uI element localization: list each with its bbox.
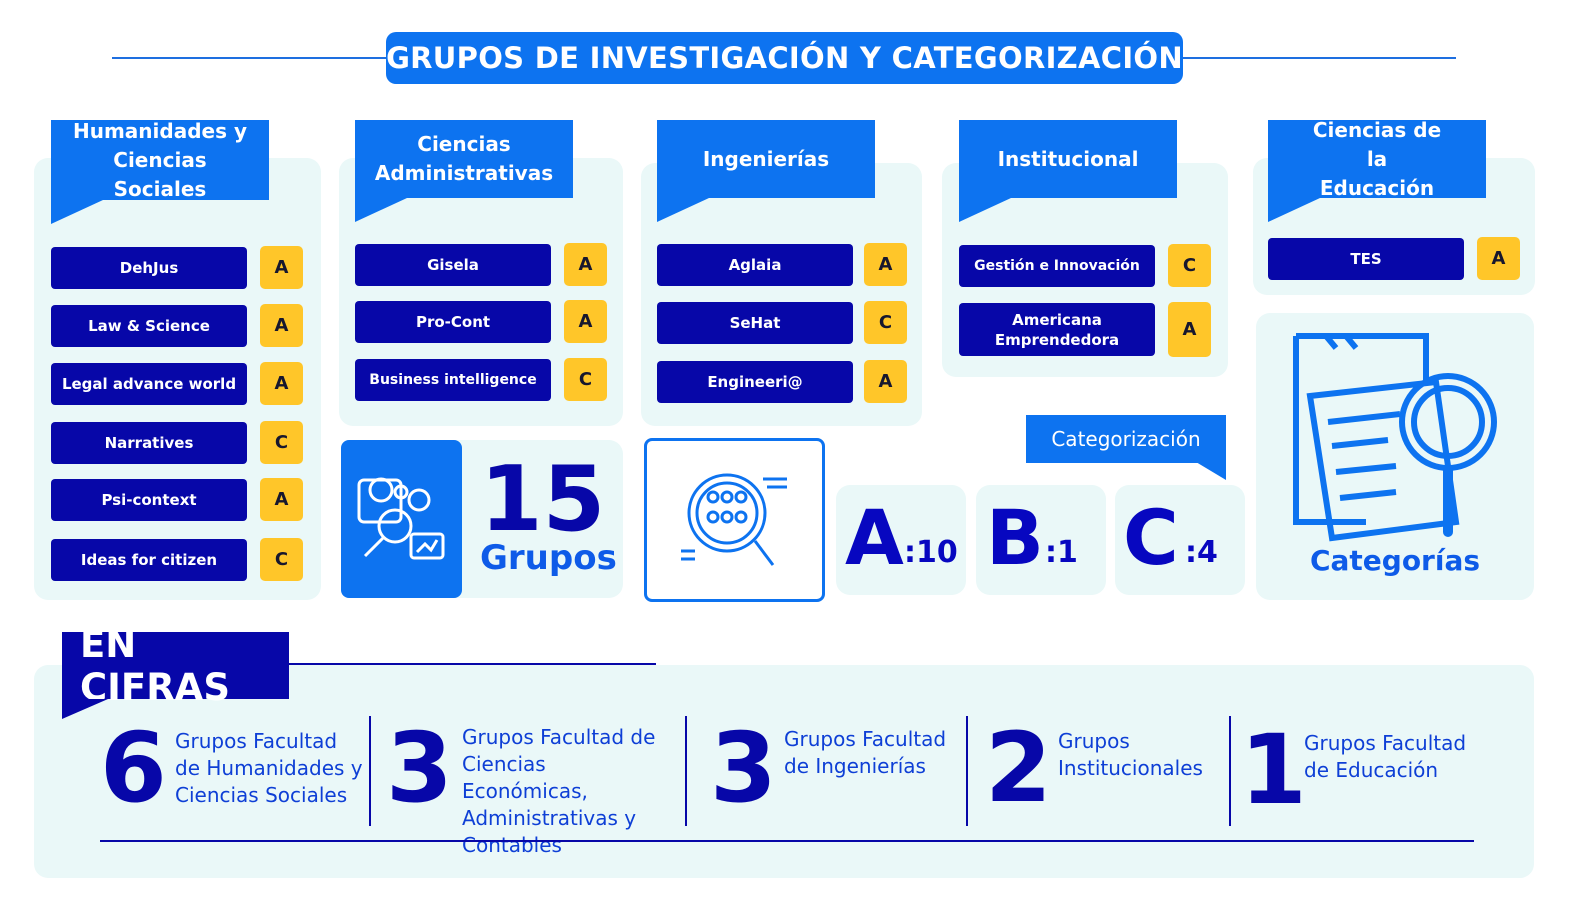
cifras-tail [62, 699, 108, 719]
header-tail [1268, 198, 1320, 222]
stat-text: Grupos Institucionales [1058, 729, 1203, 780]
cifras-panel [34, 665, 1534, 878]
grade-badge: A [260, 478, 303, 521]
header-tail [959, 198, 1011, 222]
stat-divider [685, 716, 687, 826]
research-groups-icon [341, 477, 462, 602]
category-header: Ingenierías [657, 120, 875, 222]
grade-badge: C [564, 358, 607, 401]
people-search-box [644, 438, 825, 602]
grade-badge: A [1477, 237, 1520, 280]
category-title: Ciencias de la Educación [1312, 117, 1442, 200]
cifras-bottom-line [100, 840, 1474, 842]
grade-badge: C [864, 301, 907, 344]
group-name: TES [1268, 238, 1464, 280]
total-number: 15 [480, 447, 606, 552]
group-name: Law & Science [51, 305, 247, 347]
grade-count: :10 [904, 535, 958, 570]
category-header: Institucional [959, 120, 1177, 222]
cifras-top-line [280, 663, 656, 665]
grade-letter: A [845, 493, 904, 582]
stat-divider [1229, 716, 1231, 826]
category-title: Humanidades y Ciencias Sociales [72, 118, 247, 201]
grade-badge: A [864, 360, 907, 403]
stat-number: 6 [100, 712, 167, 824]
grade-letter: C [1123, 493, 1179, 582]
title-line-left [112, 57, 388, 59]
group-name: Pro-Cont [355, 301, 551, 343]
stat-divider [369, 716, 371, 826]
stat-number: 3 [710, 712, 777, 824]
group-name: Psi-context [51, 479, 247, 521]
grade-badge: C [1168, 244, 1211, 287]
grade-badge: A [260, 362, 303, 405]
grade-badge: C [260, 421, 303, 464]
category-title: Ingenierías [702, 146, 830, 171]
grade-badge: A [260, 246, 303, 289]
total-label: Grupos [480, 538, 617, 578]
group-name: Gestión e Innovación [959, 245, 1155, 287]
grade-count: :4 [1185, 535, 1218, 570]
categorization-title: Categorización [1051, 426, 1201, 451]
cifras-title: EN CIFRAS [62, 623, 289, 719]
grade-badge: A [564, 300, 607, 343]
grade-c-panel [1115, 485, 1245, 595]
grade-letter: B [986, 493, 1044, 582]
category-header: Humanidades y Ciencias Sociales [51, 119, 269, 224]
title-line-right [1181, 57, 1456, 59]
stat-text: Grupos Facultad de Ingenierías [784, 727, 947, 778]
grade-badge: A [260, 304, 303, 347]
group-name: Legal advance world [51, 363, 247, 405]
grade-badge: A [1168, 302, 1211, 357]
categorias-label: Categorías [1309, 544, 1481, 577]
categorization-header: Categorización [1026, 415, 1226, 463]
stat-text: Grupos Facultad de Humanidades y Ciencia… [175, 729, 363, 807]
grade-badge: C [260, 538, 303, 581]
document-search-icon [1276, 322, 1516, 556]
group-name: Gisela [355, 244, 551, 286]
stat-text: Grupos Facultad de Ciencias Económicas, … [462, 725, 656, 857]
cifras-title-text: EN CIFRAS [80, 622, 230, 709]
group-name: Americana Emprendedora [959, 303, 1155, 356]
group-name: DehJus [51, 247, 247, 289]
category-header: Ciencias Administrativas [355, 120, 573, 222]
header-tail [657, 198, 709, 222]
grade-b-panel [976, 485, 1106, 595]
stat-number: 2 [985, 712, 1052, 824]
header-tail [51, 200, 103, 224]
group-name: Narratives [51, 422, 247, 464]
category-header: Ciencias de la Educación [1268, 118, 1486, 222]
stat-number: 3 [386, 712, 453, 824]
category-title: Institucional [997, 146, 1139, 171]
categorias-panel [1256, 313, 1534, 600]
header-tail [355, 198, 407, 222]
grade-badge: A [864, 243, 907, 286]
page-title: GRUPOS DE INVESTIGACIÓN Y CATEGORIZACIÓN [386, 32, 1183, 84]
categorization-tail [1196, 462, 1226, 480]
group-name: Business intelligence [355, 359, 551, 401]
group-name: SeHat [657, 302, 853, 344]
group-name: Engineeri@ [657, 361, 853, 403]
total-icon-box [341, 440, 462, 598]
group-name: Aglaia [657, 244, 853, 286]
stat-number: 1 [1240, 714, 1307, 826]
group-name: Ideas for citizen [51, 539, 247, 581]
grade-badge: A [564, 243, 607, 286]
category-title: Ciencias Administrativas [374, 132, 554, 185]
stat-divider [966, 716, 968, 826]
grade-a-panel [836, 485, 966, 595]
grade-count: :1 [1045, 535, 1078, 570]
stat-text: Grupos Facultad de Educación [1304, 731, 1467, 782]
people-search-icon [647, 473, 822, 603]
